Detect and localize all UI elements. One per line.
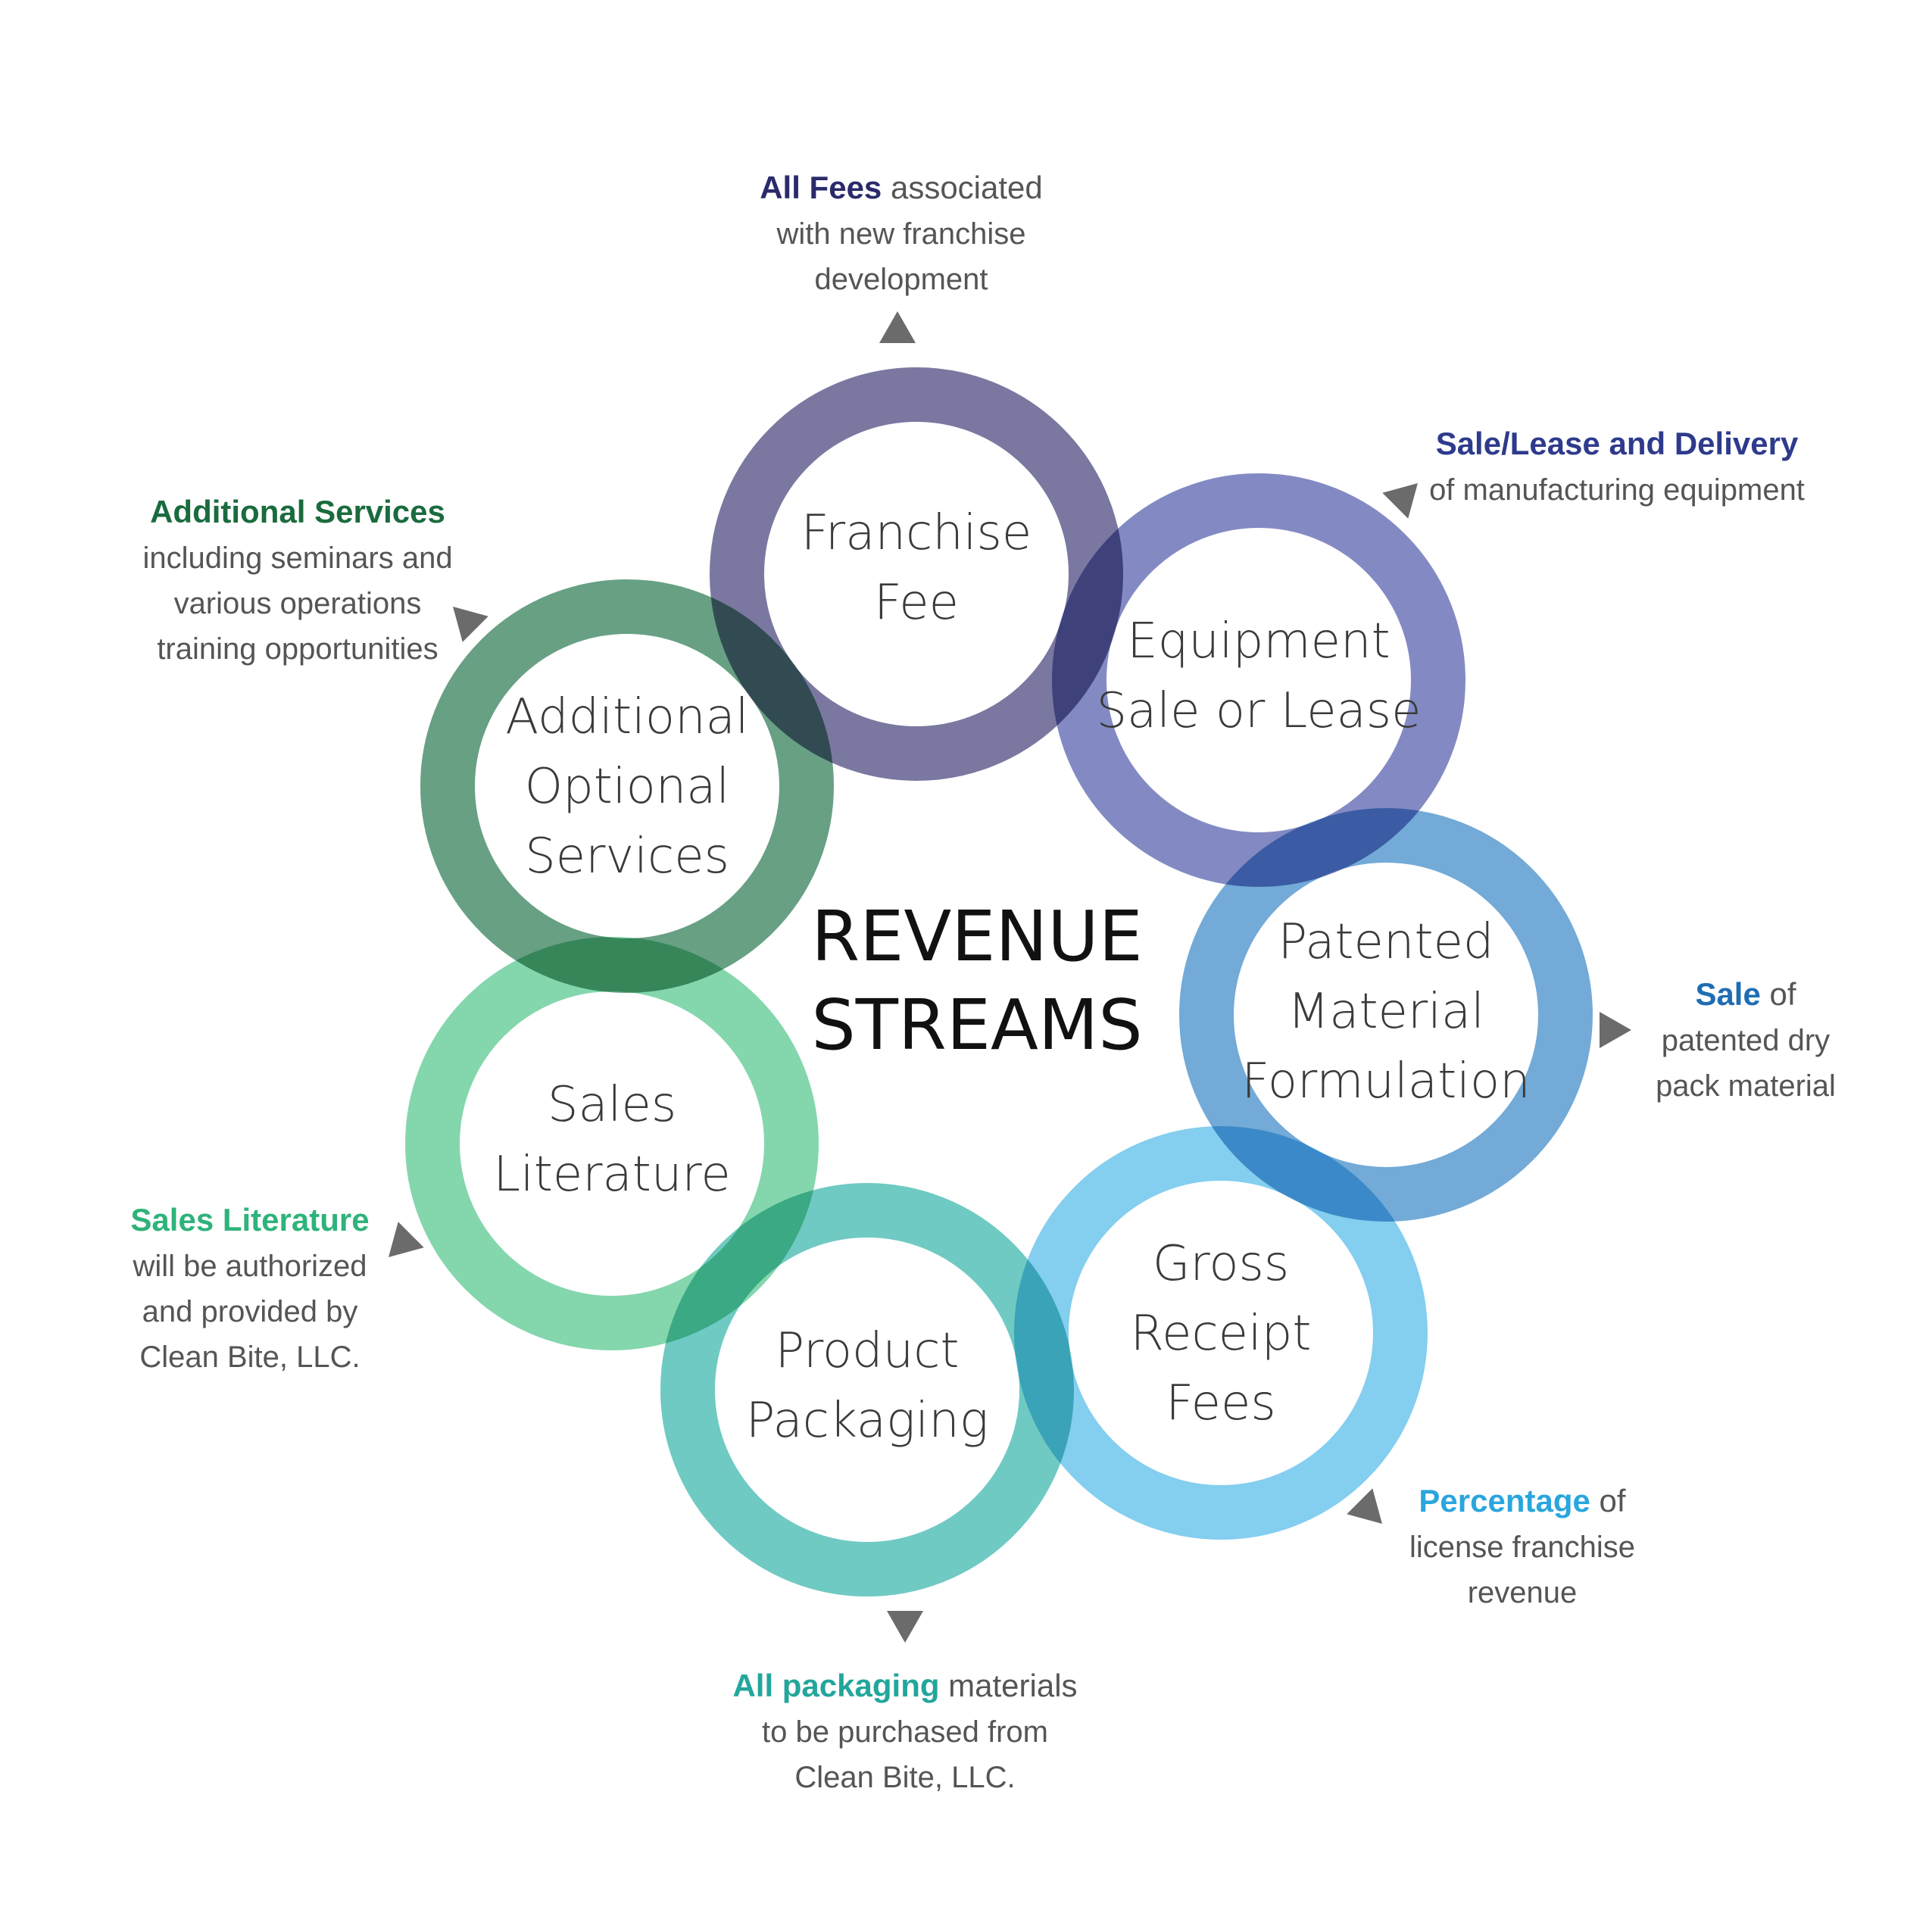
arrow-layer (389, 311, 1631, 1643)
note-strong-gross-receipt: Percentage (1419, 1483, 1590, 1518)
arrow-gross-receipt (1347, 1488, 1382, 1524)
note-line-additional-services: various operations (174, 587, 422, 620)
note-heading-patented-material: Sale of (1695, 976, 1796, 1012)
ring-layer (405, 367, 1593, 1596)
circle-label-gross-receipt: Receipt (1130, 1306, 1311, 1362)
note-strong-sales-literature: Sales Literature (130, 1202, 369, 1238)
note-line-patented-material: patented dry (1662, 1024, 1830, 1057)
note-strong-additional-services: Additional Services (150, 494, 445, 529)
note-strong-patented-material: Sale (1695, 976, 1760, 1012)
note-line-gross-receipt: revenue (1468, 1576, 1578, 1609)
circle-label-product-packaging: Packaging (746, 1393, 988, 1449)
note-line-sales-literature: will be authorized (132, 1250, 367, 1283)
circle-label-franchise-fee: Franchise (801, 505, 1032, 561)
circle-label-additional-services: Services (525, 829, 729, 885)
note-heading-franchise-fee: All Fees associated (760, 170, 1043, 205)
note-line-product-packaging: Clean Bite, LLC. (794, 1761, 1015, 1794)
circle-label-sales-literature: Literature (493, 1147, 730, 1203)
circle-label-additional-services: Optional (525, 759, 730, 815)
note-rest-product-packaging: materials (940, 1668, 1078, 1703)
ring-additional-services (420, 579, 834, 993)
note-heading-additional-services: Additional Services (150, 494, 445, 529)
arrow-product-packaging (887, 1611, 923, 1643)
note-rest-gross-receipt: of (1590, 1483, 1626, 1518)
arrow-additional-services (453, 607, 488, 642)
note-strong-product-packaging: All packaging (732, 1668, 939, 1703)
note-heading-equipment: Sale/Lease and Delivery (1436, 426, 1799, 461)
note-layer: All Fees associated with new franchise dev… (130, 170, 1836, 1794)
center-title-line-1: REVENUE (811, 896, 1142, 977)
arrow-sales-literature (389, 1222, 424, 1257)
note-line-sales-literature: and provided by (142, 1295, 358, 1328)
note-heading-product-packaging: All packaging materials (732, 1668, 1077, 1703)
circle-label-sales-literature: Sales (548, 1077, 676, 1133)
ring-product-packaging (660, 1183, 1074, 1596)
arrow-equipment (1382, 483, 1418, 519)
center-title-line-2: STREAMS (811, 985, 1142, 1066)
circle-label-gross-receipt: Gross (1153, 1236, 1289, 1292)
circle-label-product-packaging: Product (776, 1323, 960, 1379)
circle-label-gross-receipt: Fees (1166, 1375, 1275, 1431)
center-title: REVENUE STREAMS (811, 896, 1142, 1066)
note-line-gross-receipt: license franchise (1409, 1531, 1635, 1564)
note-line-additional-services: training opportunities (157, 632, 438, 666)
note-heading-gross-receipt: Percentage of (1419, 1483, 1625, 1518)
note-strong-franchise-fee: All Fees (760, 170, 882, 205)
circle-label-equipment: Equipment (1127, 613, 1390, 669)
note-rest-franchise-fee: associated (882, 170, 1042, 205)
ring-patented-material (1179, 808, 1593, 1222)
note-line-additional-services: including seminars and (142, 542, 452, 575)
note-line-sales-literature: Clean Bite, LLC. (139, 1341, 360, 1374)
note-strong-equipment: Sale/Lease and Delivery (1436, 426, 1799, 461)
arrow-franchise-fee (879, 311, 916, 343)
note-line-patented-material: pack material (1656, 1069, 1836, 1103)
circle-label-equipment: Sale or Lease (1097, 683, 1422, 739)
note-line-product-packaging: to be purchased from (762, 1715, 1048, 1749)
note-line-franchise-fee: development (814, 263, 988, 296)
circle-label-patented-material: Material (1287, 984, 1484, 1040)
note-line-franchise-fee: with new franchise (776, 217, 1025, 251)
circle-label-patented-material: Patented (1278, 914, 1493, 970)
arrow-patented-material (1600, 1012, 1631, 1048)
circle-label-patented-material: Formulation (1241, 1053, 1530, 1110)
circle-label-additional-services: Additional (505, 689, 748, 745)
note-heading-sales-literature: Sales Literature (130, 1202, 369, 1238)
circle-label-franchise-fee: Fee (874, 575, 959, 631)
note-line-equipment: of manufacturing equipment (1429, 473, 1805, 507)
note-rest-patented-material: of (1761, 976, 1796, 1012)
